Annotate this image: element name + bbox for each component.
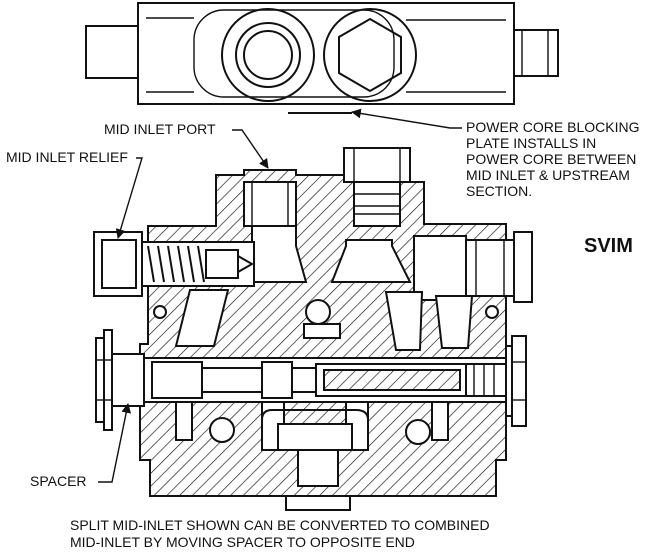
diagonal-port-mid xyxy=(384,291,424,351)
leader-mid-inlet-port xyxy=(232,129,269,169)
upper-passage-right xyxy=(413,235,472,301)
spool-land-2 xyxy=(261,361,293,399)
diagonal-port-left xyxy=(174,289,230,347)
label-mid-inlet-relief: MID INLET RELIEF xyxy=(6,149,128,165)
spool-land-1 xyxy=(151,361,203,399)
right-end-plug-upper xyxy=(465,239,515,297)
relief-spring xyxy=(147,245,205,283)
leader-spacer xyxy=(98,403,132,483)
top-view-left-fitting xyxy=(85,25,139,79)
leader-power-core xyxy=(351,108,462,129)
caption-line: MID-INLET BY MOVING SPACER TO OPPOSITE E… xyxy=(70,534,415,550)
top-view xyxy=(85,2,559,114)
spool-end xyxy=(465,363,507,397)
leader-lines xyxy=(98,108,462,483)
label-mid-inlet-port: MID INLET PORT xyxy=(104,121,216,137)
diagonal-port-right xyxy=(434,295,474,349)
label-power-core-note: POWER CORE BLOCKING PLATE INSTALLS IN PO… xyxy=(466,119,639,199)
upper-passage-mid xyxy=(330,239,412,283)
model-title: SVIM xyxy=(584,235,633,257)
label-spacer: SPACER xyxy=(30,473,87,489)
note-line: PLATE INSTALLS IN xyxy=(466,135,596,151)
relief-poppet xyxy=(205,249,239,279)
caption-line: SPLIT MID-INLET SHOWN CAN BE CONVERTED T… xyxy=(70,517,490,533)
lower-bridge-passage xyxy=(261,409,369,450)
top-view-port-left xyxy=(221,8,315,102)
section-view xyxy=(93,147,533,511)
top-view-port-right xyxy=(323,8,417,102)
leader-mid-inlet-relief xyxy=(115,157,143,239)
lower-port xyxy=(297,449,339,487)
top-view-right-fitting xyxy=(513,29,559,77)
top-view-port-boss xyxy=(193,9,395,98)
spacer xyxy=(111,353,145,407)
lower-plug xyxy=(285,495,351,511)
note-line: SECTION. xyxy=(466,183,532,199)
note-line: MID INLET & UPSTREAM xyxy=(466,167,630,183)
top-hex-plug xyxy=(343,147,411,183)
spool-internal-hatch xyxy=(323,369,461,391)
top-view-hex-plug xyxy=(338,17,402,93)
note-line: POWER CORE BLOCKING xyxy=(466,119,639,135)
note-line: POWER CORE BETWEEN xyxy=(466,151,636,167)
caption: SPLIT MID-INLET SHOWN CAN BE CONVERTED T… xyxy=(70,517,490,550)
center-hole xyxy=(305,299,331,325)
